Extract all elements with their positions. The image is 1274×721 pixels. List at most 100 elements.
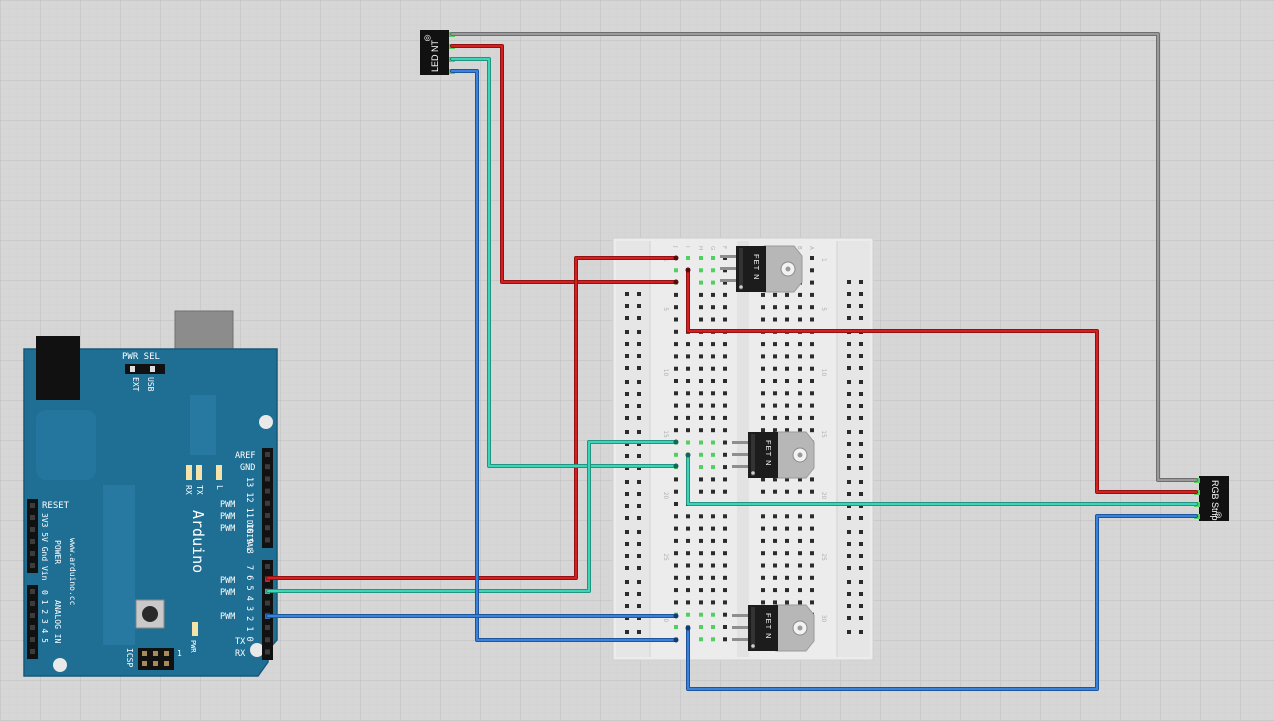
breadboard-hole[interactable] bbox=[699, 292, 703, 297]
breadboard-hole[interactable] bbox=[711, 268, 715, 273]
breadboard-rail-hole[interactable] bbox=[637, 592, 641, 596]
breadboard-hole[interactable] bbox=[674, 538, 678, 543]
breadboard-rail-hole[interactable] bbox=[859, 366, 863, 370]
breadboard-hole[interactable] bbox=[686, 342, 690, 347]
breadboard-hole[interactable] bbox=[785, 600, 789, 605]
breadboard-hole[interactable] bbox=[810, 256, 814, 260]
breadboard-hole[interactable] bbox=[785, 526, 789, 531]
breadboard-hole[interactable] bbox=[711, 452, 715, 457]
breadboard-hole[interactable] bbox=[674, 354, 678, 359]
breadboard-hole[interactable] bbox=[723, 379, 727, 383]
breadboard-rail-hole[interactable] bbox=[625, 354, 629, 358]
breadboard-rail-hole[interactable] bbox=[625, 492, 629, 496]
breadboard-hole[interactable] bbox=[810, 305, 814, 310]
breadboard-hole[interactable] bbox=[785, 379, 789, 383]
breadboard-hole[interactable] bbox=[674, 563, 678, 568]
breadboard-hole[interactable] bbox=[723, 538, 727, 543]
breadboard-hole[interactable] bbox=[711, 391, 715, 396]
breadboard-hole[interactable] bbox=[761, 575, 765, 580]
breadboard-rail-hole[interactable] bbox=[847, 566, 851, 570]
breadboard-hole[interactable] bbox=[810, 526, 814, 531]
breadboard-hole[interactable] bbox=[798, 575, 802, 580]
breadboard-hole[interactable] bbox=[711, 354, 715, 359]
header-pin[interactable] bbox=[30, 563, 35, 568]
breadboard-hole[interactable] bbox=[785, 391, 789, 396]
header-pin[interactable] bbox=[30, 601, 35, 606]
breadboard-hole[interactable] bbox=[699, 403, 703, 408]
breadboard-hole[interactable] bbox=[810, 317, 814, 322]
breadboard-hole[interactable] bbox=[785, 342, 789, 347]
breadboard-rail-hole[interactable] bbox=[847, 342, 851, 346]
breadboard-hole[interactable] bbox=[785, 292, 789, 297]
breadboard-rail-hole[interactable] bbox=[847, 516, 851, 520]
breadboard-hole[interactable] bbox=[699, 477, 703, 482]
breadboard-hole[interactable] bbox=[785, 588, 789, 593]
breadboard-hole[interactable] bbox=[686, 526, 690, 531]
breadboard-hole[interactable] bbox=[686, 575, 690, 580]
breadboard-rail-hole[interactable] bbox=[625, 580, 629, 584]
breadboard-hole[interactable] bbox=[798, 489, 802, 494]
breadboard-hole[interactable] bbox=[711, 415, 715, 420]
header-pin[interactable] bbox=[265, 500, 270, 506]
breadboard-rail-hole[interactable] bbox=[625, 516, 629, 520]
breadboard-hole[interactable] bbox=[674, 526, 678, 531]
breadboard-hole[interactable] bbox=[773, 317, 777, 322]
arduino-uno-board[interactable]: PWR SEL EXT USB Arduino www.arduino.cc R… bbox=[23, 310, 278, 677]
breadboard-hole[interactable] bbox=[773, 551, 777, 556]
breadboard-hole[interactable] bbox=[785, 575, 789, 580]
breadboard-hole[interactable] bbox=[798, 379, 802, 383]
breadboard-hole[interactable] bbox=[686, 538, 690, 543]
breadboard-hole[interactable] bbox=[674, 428, 678, 433]
breadboard-hole[interactable] bbox=[699, 551, 703, 556]
breadboard-rail-hole[interactable] bbox=[637, 354, 641, 358]
breadboard-rail-hole[interactable] bbox=[859, 566, 863, 570]
breadboard-hole[interactable] bbox=[674, 588, 678, 593]
breadboard-hole[interactable] bbox=[723, 415, 727, 420]
breadboard-hole[interactable] bbox=[711, 428, 715, 433]
breadboard-hole[interactable] bbox=[785, 551, 789, 556]
breadboard-hole[interactable] bbox=[723, 403, 727, 408]
pwr-sel-jumper[interactable] bbox=[125, 364, 165, 374]
breadboard-hole[interactable] bbox=[761, 477, 765, 482]
breadboard-hole[interactable] bbox=[723, 305, 727, 310]
breadboard-hole[interactable] bbox=[723, 465, 727, 470]
breadboard-hole[interactable] bbox=[674, 502, 678, 506]
breadboard-rail-hole[interactable] bbox=[637, 542, 641, 546]
breadboard-hole[interactable] bbox=[773, 292, 777, 297]
breadboard-hole[interactable] bbox=[810, 366, 814, 371]
breadboard-rail-hole[interactable] bbox=[637, 380, 641, 384]
breadboard-hole[interactable] bbox=[674, 489, 678, 494]
breadboard-hole[interactable] bbox=[699, 588, 703, 593]
header-pin[interactable] bbox=[30, 515, 35, 520]
breadboard-hole[interactable] bbox=[810, 551, 814, 556]
breadboard-rail-hole[interactable] bbox=[637, 316, 641, 320]
header-pin[interactable] bbox=[265, 525, 270, 531]
breadboard-rail-hole[interactable] bbox=[625, 504, 629, 508]
breadboard-rail-hole[interactable] bbox=[847, 292, 851, 296]
breadboard-rail-hole[interactable] bbox=[625, 592, 629, 596]
icsp-pin[interactable] bbox=[164, 661, 169, 666]
breadboard-rail-hole[interactable] bbox=[847, 580, 851, 584]
breadboard-hole[interactable] bbox=[674, 452, 678, 457]
breadboard-hole[interactable] bbox=[798, 391, 802, 396]
header-pin[interactable] bbox=[265, 625, 270, 630]
breadboard-rail-hole[interactable] bbox=[859, 492, 863, 496]
breadboard-hole[interactable] bbox=[711, 625, 715, 629]
breadboard-hole[interactable] bbox=[761, 379, 765, 383]
breadboard-hole[interactable] bbox=[674, 305, 678, 310]
breadboard-hole[interactable] bbox=[785, 366, 789, 371]
breadboard-hole[interactable] bbox=[699, 415, 703, 420]
header-pin[interactable] bbox=[30, 613, 35, 618]
breadboard-rail-hole[interactable] bbox=[637, 530, 641, 534]
breadboard-hole[interactable] bbox=[674, 415, 678, 420]
breadboard-hole[interactable] bbox=[699, 379, 703, 383]
breadboard-hole[interactable] bbox=[761, 526, 765, 531]
header-pin[interactable] bbox=[265, 600, 270, 606]
breadboard-hole[interactable] bbox=[723, 342, 727, 347]
breadboard-hole[interactable] bbox=[699, 354, 703, 359]
breadboard-rail-hole[interactable] bbox=[637, 504, 641, 508]
breadboard-hole[interactable] bbox=[798, 317, 802, 322]
power-header[interactable] bbox=[27, 499, 38, 573]
analog-header[interactable] bbox=[27, 585, 38, 659]
